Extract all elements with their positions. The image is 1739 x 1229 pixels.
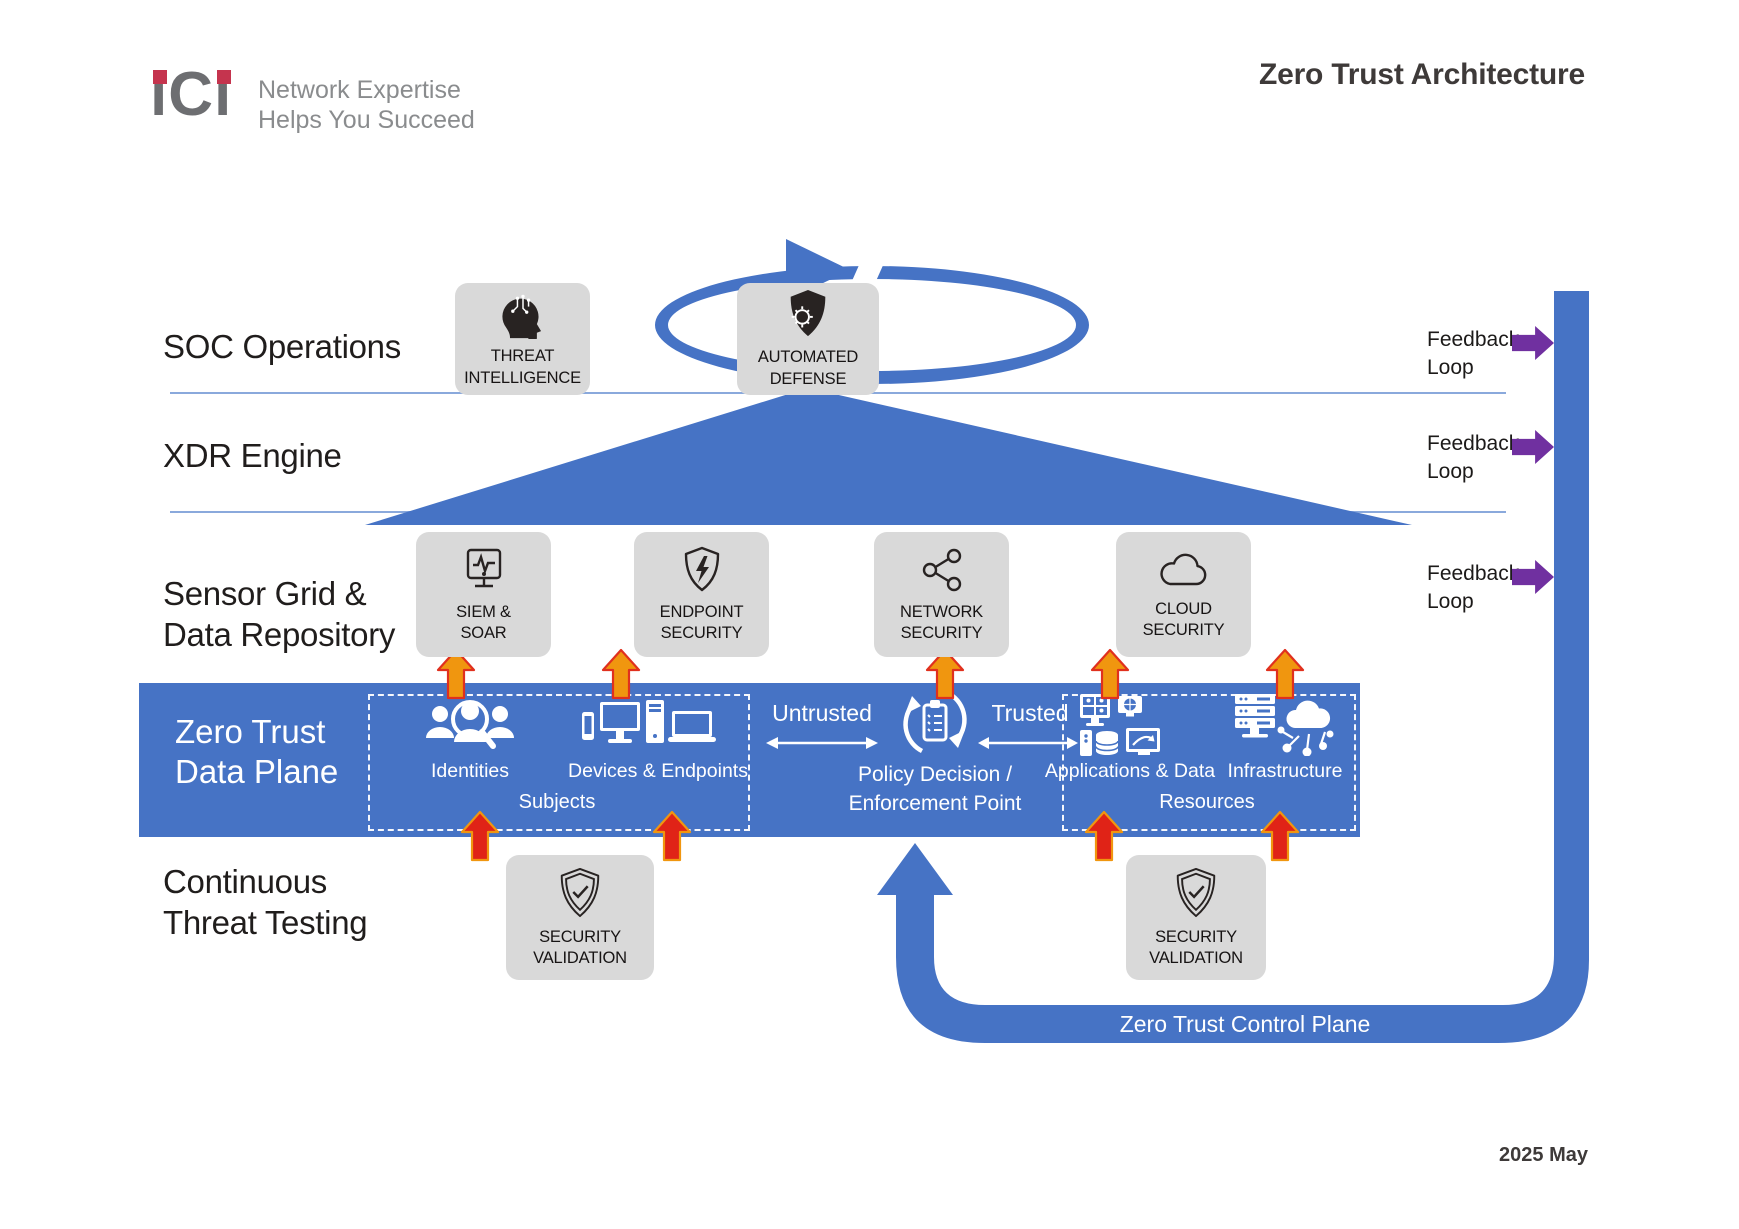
network-share-icon xyxy=(922,548,961,591)
applications-data-label: Applications & Data xyxy=(1044,760,1216,782)
threat-intelligence-icon xyxy=(501,294,541,340)
shield-check-icon xyxy=(1176,867,1216,917)
footer-date: 2025 May xyxy=(1499,1144,1588,1166)
logo-letter-i1: ı xyxy=(150,60,169,129)
row-label-data-plane: Zero Trust Data Plane xyxy=(175,713,339,790)
subjects-group-box xyxy=(368,694,750,831)
shield-check-icon xyxy=(560,867,600,917)
logo-letter-i2: ı xyxy=(214,60,233,129)
devices-endpoints-label: Devices & Endpoints xyxy=(568,760,748,782)
up-arrow-orange-icon xyxy=(1265,648,1305,700)
logo-tagline: Network Expertise Helps You Succeed xyxy=(258,76,475,134)
endpoint-shield-bolt-icon xyxy=(684,546,719,591)
logo-letter-c: C xyxy=(168,60,215,129)
infrastructure-label: Infrastructure xyxy=(1227,760,1343,782)
row-label-xdr-engine: XDR Engine xyxy=(163,437,342,474)
control-plane-label: Zero Trust Control Plane xyxy=(1119,1011,1371,1037)
siem-soar-box: SIEM &SOAR xyxy=(416,532,551,657)
applications-data-icon xyxy=(1080,694,1160,756)
logo-dot-icon xyxy=(153,70,167,84)
up-arrow-orange-icon xyxy=(1090,648,1130,700)
ici-logo: ı C ı xyxy=(150,64,232,126)
resources-group-box xyxy=(1062,694,1356,831)
untrusted-label: Untrusted xyxy=(772,700,872,726)
untrusted-double-arrow-icon xyxy=(766,737,878,749)
identities-label: Identities xyxy=(430,760,510,782)
row-label-continuous-threat-testing: Continuous Threat Testing xyxy=(163,863,368,941)
up-arrow-red-icon xyxy=(1084,810,1124,862)
automated-defense-icon xyxy=(790,290,826,337)
siem-soar-label: SIEM &SOAR xyxy=(456,602,511,642)
page-title: Zero Trust Architecture xyxy=(1258,58,1585,91)
logo-dot-icon xyxy=(217,70,232,84)
up-arrow-orange-icon xyxy=(436,648,476,700)
trusted-double-arrow-icon xyxy=(978,737,1078,749)
cloud-icon xyxy=(1159,553,1206,585)
devices-endpoints-icon xyxy=(582,700,716,743)
siem-monitor-icon xyxy=(466,548,501,587)
pdp-label-line2: Enforcement Point xyxy=(848,792,1022,815)
up-arrow-orange-icon xyxy=(601,648,641,700)
infrastructure-icon xyxy=(1235,694,1334,756)
row-label-sensor-grid: Sensor Grid & Data Repository xyxy=(163,575,396,653)
pdp-label-line1: Policy Decision / xyxy=(857,763,1013,786)
identities-icon xyxy=(426,700,514,749)
up-arrow-orange-icon xyxy=(925,648,965,700)
resources-label: Resources xyxy=(1159,791,1255,813)
row-label-soc-operations: SOC Operations xyxy=(163,328,401,365)
trusted-label: Trusted xyxy=(991,700,1069,726)
up-arrow-red-icon xyxy=(1260,810,1300,862)
up-arrow-red-icon xyxy=(652,810,692,862)
subjects-label: Subjects xyxy=(518,791,596,813)
up-arrow-red-icon xyxy=(460,810,500,862)
